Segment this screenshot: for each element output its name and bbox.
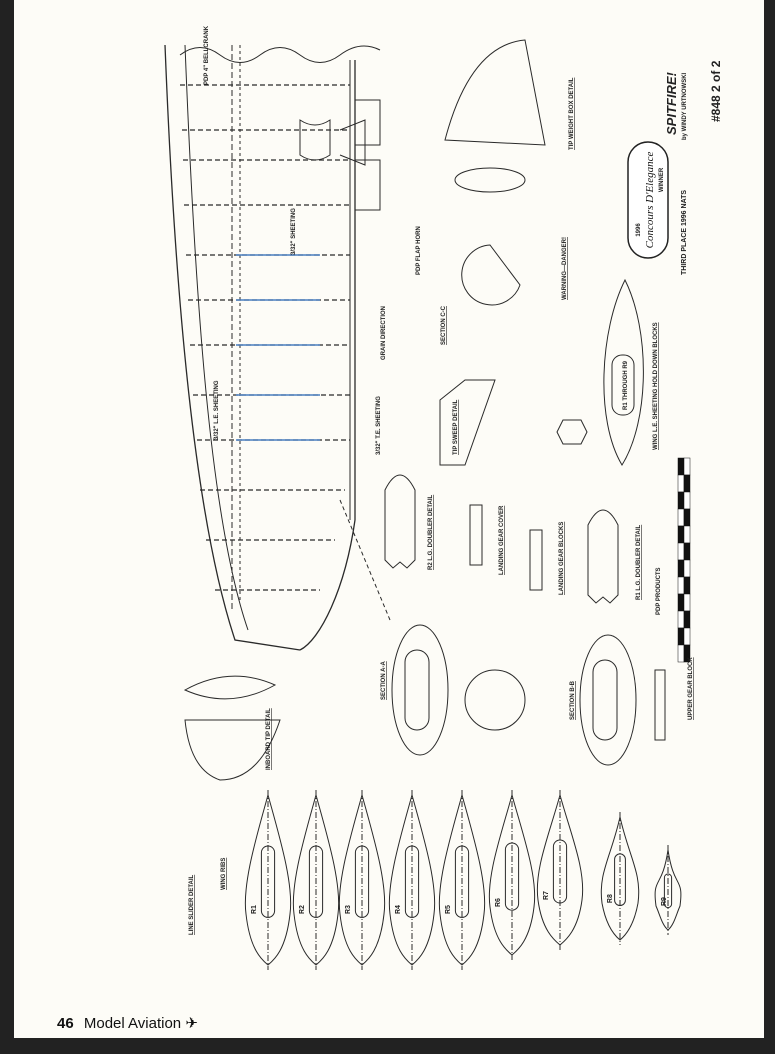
rib-label: R2	[299, 905, 306, 914]
sheeting-note: 3/32" SHEETING	[291, 208, 297, 255]
wing-trailing-edge	[299, 60, 356, 651]
r2-doubler-label: R2 L.G. DOUBLER DETAIL	[428, 494, 434, 570]
scale-bar-segment	[683, 457, 691, 476]
rib-label: R3	[345, 905, 352, 914]
scale-bar-segment	[683, 644, 691, 663]
section-b-b	[579, 634, 637, 766]
scale-bar-segment	[683, 542, 691, 561]
scale-bar-segment	[677, 644, 685, 663]
tip-sweep-label: TIP SWEEP DETAIL	[453, 399, 459, 455]
scale-bar-segment	[677, 508, 685, 527]
rib-label: R6	[495, 898, 502, 907]
rib-profile	[244, 793, 292, 966]
rib-spar-slot	[404, 845, 420, 918]
rib-label: R8	[607, 894, 614, 903]
r1-doubler	[587, 509, 619, 604]
grain-note: GRAIN DIRECTION	[381, 306, 387, 360]
award-text: THIRD PLACE 1996 NATS	[681, 190, 688, 275]
scale-bar-segment	[677, 542, 685, 561]
plan-title: SPITFIRE!	[664, 71, 679, 135]
scale-bar-segment	[683, 627, 691, 646]
rib-profile	[600, 816, 640, 941]
rib-profile	[388, 793, 436, 966]
rib-profiles: R1 R2 R3 R4 R5 R6 R7 R8 R9	[244, 790, 682, 970]
wing-ribs-label: WING RIBS	[221, 858, 227, 890]
rib-profile	[292, 793, 340, 966]
r1-through-r9-label: R1 THROUGH R9	[623, 360, 629, 410]
bellcrank-note: PDP 4" BELLCRANK	[204, 25, 210, 85]
plan-author: by WINDY URTNOWSKI	[682, 72, 688, 140]
scale-bar-segment	[677, 491, 685, 510]
section-a-a-label: SECTION A-A	[381, 661, 387, 700]
scale-bar-segment	[683, 559, 691, 578]
hold-down-block	[603, 278, 644, 466]
line-slider-label: LINE SLIDER DETAIL	[189, 874, 195, 935]
rib-profile	[438, 793, 486, 966]
scale-bar-segment	[683, 610, 691, 629]
wing-leading-edge	[164, 44, 301, 651]
tip-weight-box	[444, 39, 546, 146]
scale-bar-segment	[683, 474, 691, 493]
rib-spar-slot	[454, 845, 470, 918]
section-a-a	[391, 624, 449, 756]
r1-doubler-label: R1 L.G. DOUBLER DETAIL	[636, 524, 642, 600]
scale-bar-segment	[677, 576, 685, 595]
supplier-label: PDP PRODUCTS	[656, 567, 662, 615]
scale-bar-segment	[677, 559, 685, 578]
warning-label: WARNING—DANGER!	[562, 237, 568, 300]
scale-bar-segment	[677, 593, 685, 612]
plan-number: #848 2 of 2	[709, 60, 723, 122]
rib-label: R5	[445, 905, 452, 914]
inboard-tip-label: INBOARD TIP DETAIL	[266, 708, 272, 770]
rib-label: R7	[543, 891, 550, 900]
le-sheeting-note: 3/32" L.E. SHEETING	[214, 380, 220, 440]
scale-bar-segment	[677, 525, 685, 544]
scale-bar-segment	[677, 457, 685, 476]
rib-spar-slot	[614, 853, 626, 907]
logo-year: 1996	[636, 223, 642, 237]
scale-bar-segment	[677, 627, 685, 646]
scale-bar-segment	[683, 508, 691, 527]
rib-spar-slot	[504, 842, 520, 911]
rib-label: R9	[661, 897, 668, 906]
landing-gear-blocks-label: LANDING GEAR BLOCKS	[559, 522, 565, 595]
page-number: 46	[57, 1015, 74, 1032]
airplane-icon: ✈	[185, 1015, 198, 1032]
upper-gear-block-label: UPPER GEAR BLOCK	[688, 657, 694, 720]
rib-label: R1	[251, 905, 258, 914]
scale-bar-segment	[683, 491, 691, 510]
scale-bar-segment	[683, 576, 691, 595]
rib-label: R4	[395, 905, 402, 914]
page-footer: 46 Model Aviation ✈	[57, 1014, 198, 1032]
inboard-tip-airfoil	[183, 675, 277, 700]
te-sheeting-note: 3/32" T.E. SHEETING	[376, 396, 382, 455]
rib-spar-slot	[308, 845, 324, 918]
scale-bar-segment	[677, 474, 685, 493]
section-c-c-label: SECTION C-C	[441, 305, 447, 345]
hold-down-blocks-label: WING L.E. SHEETING HOLD DOWN BLOCKS	[653, 322, 659, 450]
wing-break-line	[179, 45, 381, 63]
landing-gear-cover-label: LANDING GEAR COVER	[499, 505, 505, 575]
logo-ribbon: WINNER	[659, 167, 665, 192]
magazine-name: Model Aviation	[83, 1015, 182, 1032]
scale-bar-segment	[683, 593, 691, 612]
scale-bar-segment	[683, 525, 691, 544]
section-b-b-label: SECTION B-B	[570, 680, 576, 720]
rib-profile	[338, 793, 386, 966]
scale-bar	[677, 457, 691, 663]
rib-spar-slot	[552, 839, 568, 904]
flap-horn-note: PDP FLAP HORN	[416, 226, 422, 275]
scale-bar-segment	[677, 610, 685, 629]
rib-spar-slot	[354, 845, 370, 918]
rib-spar-slot	[260, 845, 276, 918]
concours-logo: 1996 Concours D'Elegance WINNER	[627, 141, 669, 259]
rib-spar-slot	[663, 873, 673, 909]
logo-name: Concours D'Elegance	[644, 152, 656, 249]
r2-doubler	[384, 474, 416, 569]
wing-outline	[184, 44, 249, 631]
tip-weight-box-label: TIP WEIGHT BOX DETAIL	[569, 77, 575, 150]
